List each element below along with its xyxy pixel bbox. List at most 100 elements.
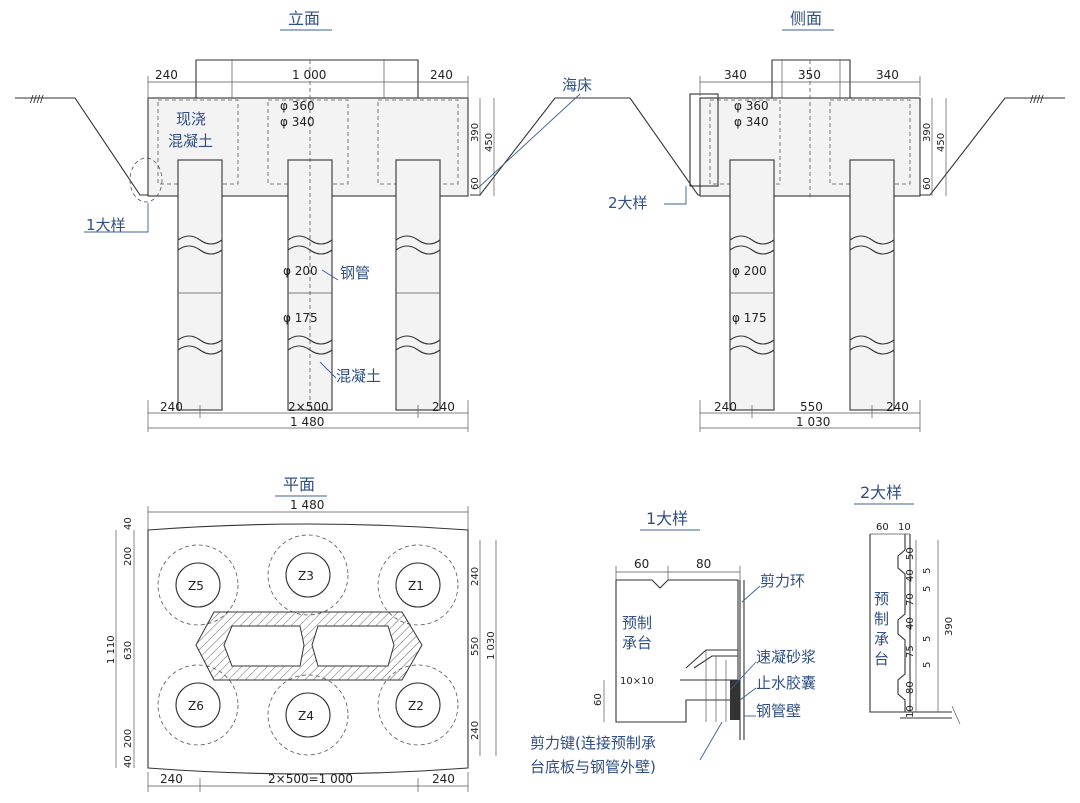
side-phi340: φ 340 — [734, 115, 769, 129]
plan-bot-dim-1: 240 — [160, 772, 183, 786]
d2-dim-1: 50 — [905, 547, 916, 560]
svg-text:////: //// — [30, 94, 44, 105]
plan-right-dim-1: 240 — [470, 567, 481, 586]
elev-dim-right-1: 390 — [470, 123, 481, 142]
d2-side-dim-4: 5 — [922, 662, 933, 668]
plan-left-dim-5: 40 — [123, 755, 134, 768]
plan-right-dim-3: 240 — [470, 721, 481, 740]
d1-mortar: 速凝砂浆 — [756, 648, 816, 666]
plan-left-dim-2: 200 — [123, 547, 134, 566]
elev-dim-right-3: 60 — [470, 177, 481, 190]
d2-precast-4: 台 — [874, 650, 889, 668]
plan-left-dim-4: 200 — [123, 729, 134, 748]
side-dim-total: 1 030 — [796, 415, 830, 429]
elev-dim-right-2: 450 — [484, 133, 495, 152]
elev-detail-ref: 1大样 — [86, 216, 126, 234]
svg-text:////: //// — [1030, 94, 1044, 105]
d1-dim-1: 60 — [634, 557, 649, 571]
plan-piles — [157, 534, 459, 756]
d1-precast-1: 预制 — [622, 614, 652, 632]
d1-dim-3: 60 — [593, 693, 604, 706]
side-title: 侧面 — [790, 9, 822, 28]
elev-steel-pipe: 钢管 — [340, 264, 370, 282]
side-piles — [729, 159, 895, 411]
d1-dim-2: 80 — [696, 557, 711, 571]
pile-z6: Z6 — [188, 699, 204, 713]
side-dim-right-1: 390 — [922, 123, 933, 142]
plan-right-total: 1 030 — [486, 631, 497, 660]
side-dim-bot-2: 550 — [800, 400, 823, 414]
d1-precast-2: 承台 — [622, 634, 652, 652]
plan-right-dim-2: 550 — [470, 637, 481, 656]
d2-dim-7: 10 — [905, 705, 916, 718]
detail1-view: 1大样 60 80 60 10×10 预制 承台 剪力环 速凝砂浆 止水胶囊 钢… — [530, 509, 816, 776]
plan-bot-dim-2: 2×500=1 000 — [268, 772, 353, 786]
elev-dim-top-3: 240 — [430, 68, 453, 82]
plan-left-dim-1: 40 — [123, 517, 134, 530]
plan-title: 平面 — [283, 475, 315, 494]
side-dim-bot-3: 240 — [886, 400, 909, 414]
side-detail-ref: 2大样 — [608, 194, 648, 212]
side-dim-bot-1: 240 — [714, 400, 737, 414]
elev-concrete: 混凝土 — [336, 367, 381, 385]
elev-cast-in-place: 现浇 — [176, 110, 206, 128]
d2-top-dim-1: 60 — [876, 522, 889, 533]
d2-side-dim-1: 5 — [922, 568, 933, 574]
d2-total: 390 — [944, 617, 955, 636]
side-seabed: 海床 — [562, 76, 592, 94]
d2-side-dim-2: 5 — [922, 586, 933, 592]
elev-phi340: φ 340 — [280, 115, 315, 129]
elev-dim-top-2: 1 000 — [292, 68, 326, 82]
elevation-piles — [177, 159, 441, 411]
elev-dim-bot-3: 240 — [432, 400, 455, 414]
detail2-view: 2大样 60 10 50 40 70 40 75 80 10 5 5 5 5 3… — [854, 483, 961, 725]
d1-shear-key-1: 剪力键(连接预制承 — [530, 734, 656, 752]
plan-view: 平面 1 480 Z5 Z3 Z1 Z6 Z4 Z2 1 110 40 200 … — [106, 475, 497, 792]
d1-shear-ring: 剪力环 — [760, 572, 805, 590]
d2-dim-6: 80 — [905, 681, 916, 694]
detail1-title: 1大样 — [646, 509, 688, 528]
side-dim-top-3: 340 — [876, 68, 899, 82]
detail2-title: 2大样 — [860, 483, 902, 502]
elev-phi360: φ 360 — [280, 99, 315, 113]
d2-side-dim-3: 5 — [922, 636, 933, 642]
d1-dim-4: 10×10 — [620, 676, 654, 687]
d1-pipe-wall: 钢管壁 — [756, 702, 801, 720]
elev-phi175: φ 175 — [283, 311, 318, 325]
pile-z1: Z1 — [408, 579, 424, 593]
side-view: 侧面 //// 340 350 340 — [477, 9, 1065, 432]
side-phi175: φ 175 — [732, 311, 767, 325]
pile-z5: Z5 — [188, 579, 204, 593]
elev-dim-bot-2: 2×500 — [288, 400, 329, 414]
plan-bot-dim-3: 240 — [432, 772, 455, 786]
d1-water-bag: 止水胶囊 — [756, 674, 816, 692]
side-phi360: φ 360 — [734, 99, 769, 113]
elevation-view: 立面 //// — [15, 9, 600, 432]
d1-shear-key-2: 台底板与钢管外壁) — [530, 758, 656, 776]
elev-dim-bot-1: 240 — [160, 400, 183, 414]
side-dim-right-3: 60 — [922, 177, 933, 190]
elevation-title: 立面 — [288, 9, 320, 28]
d2-dim-5: 75 — [905, 645, 916, 658]
side-dim-top-2: 350 — [798, 68, 821, 82]
d2-dim-4: 40 — [905, 617, 916, 630]
plan-dim-top: 1 480 — [290, 498, 324, 512]
plan-left-dim-3: 630 — [123, 641, 134, 660]
d2-dim-2: 40 — [905, 569, 916, 582]
plan-left-total: 1 110 — [106, 635, 117, 664]
side-dim-right-2: 450 — [936, 133, 947, 152]
d2-dim-3: 70 — [905, 593, 916, 606]
d2-precast-2: 制 — [874, 610, 889, 628]
d2-precast-1: 预 — [874, 590, 889, 608]
plan-hatched-beam — [195, 611, 423, 681]
pile-z2: Z2 — [408, 699, 424, 713]
elev-dim-total: 1 480 — [290, 415, 324, 429]
pile-z4: Z4 — [298, 709, 314, 723]
side-dim-top-1: 340 — [724, 68, 747, 82]
side-phi200: φ 200 — [732, 264, 767, 278]
pile-z3: Z3 — [298, 569, 314, 583]
d2-precast-3: 承 — [874, 630, 889, 648]
plan-cap-outline — [147, 523, 469, 775]
elev-dim-top-1: 240 — [155, 68, 178, 82]
